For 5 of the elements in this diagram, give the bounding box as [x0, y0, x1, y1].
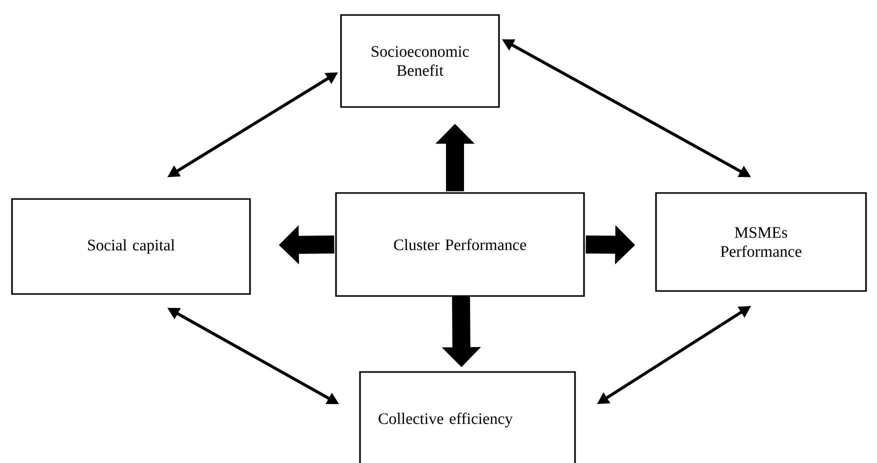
text-box: Social capital: [11, 198, 251, 295]
text-box: MSMEs Performance: [655, 192, 867, 292]
text-box: Cluster Performance: [335, 192, 585, 297]
text-box: Collective efficiency: [359, 371, 576, 463]
text-box: Socioeconomic Benefit: [340, 14, 500, 108]
